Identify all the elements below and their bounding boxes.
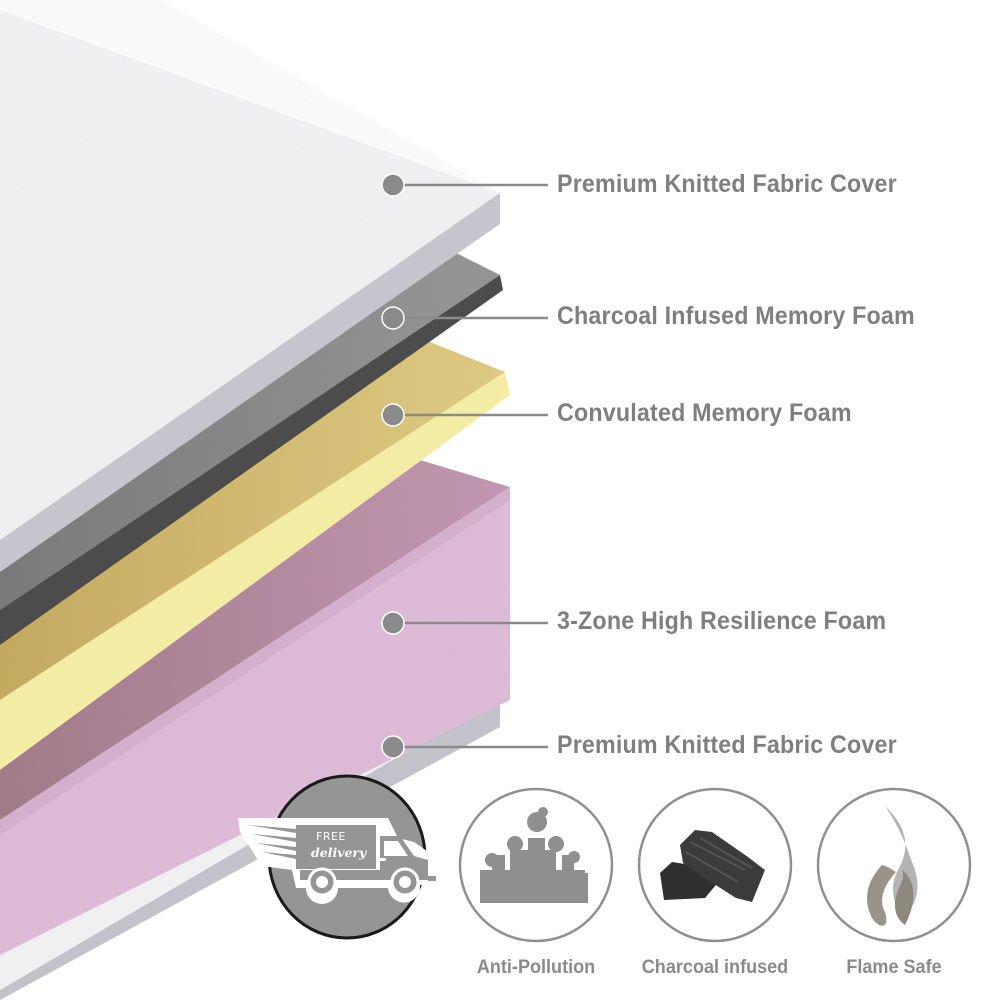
delivery-free-text: FREE — [316, 830, 346, 843]
callout-dot-2 — [381, 306, 405, 330]
callout-dot-3 — [381, 403, 405, 427]
charcoal-icon — [660, 830, 765, 902]
feature-badge-charcoal — [637, 787, 793, 943]
delivery-truck-icon: FREE delivery — [238, 818, 437, 904]
layer-pink-foam — [0, 460, 510, 955]
label-bottom-cover: Premium Knitted Fabric Cover — [557, 731, 897, 759]
callout-dot-1 — [381, 173, 405, 197]
feature-badge-flame-safe — [816, 787, 972, 943]
label-resilience-foam: 3-Zone High Resilience Foam — [557, 607, 887, 635]
label-charcoal-foam: Charcoal Infused Memory Foam — [557, 302, 915, 330]
callouts — [381, 173, 548, 759]
layer-yellow-foam — [0, 338, 510, 770]
callout-dot-5 — [381, 735, 405, 759]
layer-top-cover — [0, 0, 500, 572]
feature-badge-anti-pollution — [458, 787, 614, 943]
delivery-word-text: delivery — [311, 845, 367, 860]
label-convulated-foam: Convulated Memory Foam — [557, 399, 852, 427]
factory-smoke-icon — [480, 807, 588, 903]
free-delivery-badge: FREE delivery — [238, 774, 437, 940]
callout-dot-4 — [381, 611, 405, 635]
label-top-cover: Premium Knitted Fabric Cover — [557, 170, 897, 198]
flame-icon — [867, 806, 918, 926]
caption-flame-safe: Flame Safe — [846, 957, 942, 978]
caption-charcoal-infused: Charcoal infused — [641, 957, 789, 978]
caption-anti-pollution: Anti-Pollution — [476, 957, 596, 978]
layer-charcoal-foam — [0, 248, 503, 645]
